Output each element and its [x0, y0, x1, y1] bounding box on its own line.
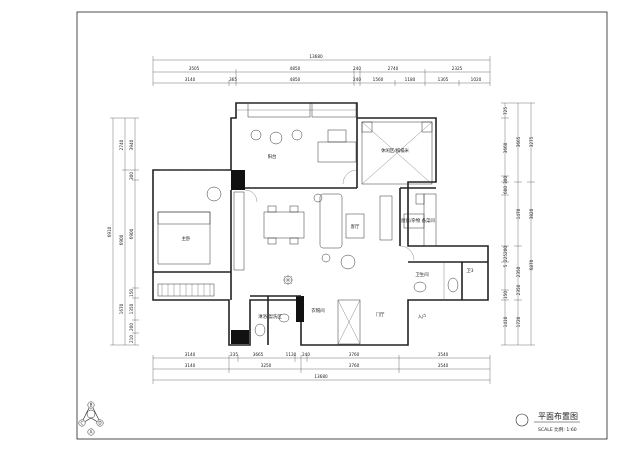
dim-top-r2-2: 365 — [229, 77, 237, 82]
room-label-bath-small: 卫3 — [466, 268, 473, 274]
dim-left-inner-5: 1670 — [119, 303, 124, 314]
dimensions-left: 6910 2740 6900 3940 300 6900 150 1670 13… — [107, 117, 139, 346]
drawing-title: 平面布置图 — [538, 411, 578, 421]
dim-top-r2-4: 240 — [353, 77, 361, 82]
tv-wall — [379, 195, 393, 241]
dim-bottom-1: 3140 — [185, 352, 196, 357]
dim-right-mid-1: 3665 — [516, 136, 521, 147]
dim-top-2: 4850 — [290, 66, 301, 71]
compass-s: A — [90, 430, 93, 435]
dim-top-r2-8: 1020 — [471, 77, 482, 82]
room-label-hall: 门厅 — [376, 311, 385, 318]
sheet-border — [76, 11, 608, 440]
dim-left-inner-6: 1350 — [129, 303, 134, 314]
dimensions-top: 13680 3505 4850 240 2740 2325 3140 365 4… — [152, 54, 491, 86]
room-label-balcony: 阳台 — [268, 153, 277, 160]
column — [231, 170, 245, 190]
dim-left-inner-3: 6900 — [129, 228, 134, 239]
title-symbol-icon — [515, 413, 529, 427]
coffee-table — [345, 213, 365, 239]
room-label-bath-main: 卫生间 — [415, 271, 428, 278]
dim-left-inner-8: 210 — [129, 335, 134, 343]
sofa — [319, 193, 343, 249]
column — [296, 296, 304, 322]
furniture — [157, 121, 459, 345]
dim-right-mid-5: 2350 — [516, 284, 521, 295]
dining-table — [263, 211, 305, 239]
dim-right-inner-6: 225 — [503, 254, 508, 262]
room-label-entry: 入户 — [418, 313, 427, 320]
tv-cabinet — [233, 191, 245, 271]
washbasin — [413, 281, 427, 293]
dimensions-right: 725 3660 300 600 200 225 5 150 1410 3665… — [501, 102, 535, 346]
dim-right-inner-3: 300 — [503, 176, 508, 184]
dim-top-4: 2740 — [388, 66, 399, 71]
title-block: 平面布置图 SCALE 比例: 1:60 — [515, 411, 580, 433]
dim-right-inner-5: 200 — [503, 246, 508, 254]
compass-w: C — [81, 421, 84, 426]
compass-e: D — [98, 421, 101, 426]
compass-n: B — [90, 403, 93, 408]
room-label-living: 客厅 — [351, 223, 360, 230]
dim-top-5: 2325 — [452, 66, 463, 71]
dim-top-1: 3505 — [189, 66, 200, 71]
dim-bottom-3: 3665 — [253, 352, 264, 357]
dim-bottom-2: 235 — [230, 352, 238, 357]
dim-top-r2-6: 1180 — [405, 77, 416, 82]
dim-right-outer-2: 6870 — [529, 259, 534, 270]
dim-top-r2-3: 4850 — [290, 77, 301, 82]
room-label-master-bedroom: 主卧 — [182, 235, 191, 242]
dim-right-mid-2: 1470 — [516, 208, 521, 219]
dim-left-inner-2: 300 — [129, 172, 134, 180]
dim-right-inner-9: 1410 — [503, 316, 508, 327]
drawing-scale: SCALE 比例: 1:60 — [538, 426, 577, 433]
dim-bottom-5: 240 — [302, 352, 310, 357]
closet-rack — [337, 299, 361, 345]
dim-left-inner-4: 150 — [129, 289, 134, 297]
toilet — [447, 277, 459, 293]
armchair — [206, 186, 222, 202]
dim-bottom-4: 1130 — [286, 352, 297, 357]
dim-bottom-r2-3: 3760 — [349, 363, 360, 368]
lounge-chair — [340, 254, 356, 270]
dim-top-3: 240 — [353, 66, 361, 71]
dim-top-r2-5: 1560 — [373, 77, 384, 82]
room-label-kitchen: 厨房/杂物 备菜间 — [401, 217, 435, 224]
dim-right-inner-1: 725 — [503, 107, 508, 115]
dim-bottom-r2-4: 3540 — [438, 363, 449, 368]
dim-bottom-6: 3760 — [349, 352, 360, 357]
dim-right-mid-4: 2350 — [516, 266, 521, 277]
column — [231, 330, 249, 344]
dim-left-inner-7: 200 — [129, 323, 134, 331]
dim-right-mid-3: 3820 — [529, 208, 534, 219]
dim-top-r2-7: 1305 — [438, 77, 449, 82]
room-label-bedroom-2: 休闲区/榻榻米 — [381, 147, 409, 154]
dim-left-inner-1: 3940 — [129, 139, 134, 150]
room-label-ensuite: 淋浴/盥洗区 — [258, 313, 282, 320]
room-labels: 阳台 休闲区/榻榻米 主卧 客厅 厨房/杂物 备菜间 卫生间 卫3 入户 衣帽间… — [182, 147, 474, 320]
dim-right-outer-1: 3275 — [529, 136, 534, 147]
dim-left-mid-2: 6900 — [119, 234, 124, 245]
tatami — [361, 121, 433, 185]
compass-icon: B C D A — [78, 401, 104, 436]
dim-bottom-overall: 13680 — [314, 374, 328, 379]
dim-left-mid-1: 2740 — [119, 139, 124, 150]
dim-right-inner-4: 600 — [503, 186, 508, 194]
dim-top-r2-1: 3140 — [185, 77, 196, 82]
walls — [152, 102, 489, 346]
dim-right-inner-2: 3660 — [503, 142, 508, 153]
dim-bottom-7: 3540 — [438, 352, 449, 357]
dim-right-inner-7: 5 — [503, 264, 508, 267]
dim-left-outer: 6910 — [107, 226, 112, 237]
dim-bottom-r2-2: 3250 — [261, 363, 272, 368]
dim-top-overall: 13680 — [309, 54, 323, 59]
dim-right-inner-8: 150 — [503, 291, 508, 299]
dim-bottom-r2-1: 3140 — [185, 363, 196, 368]
dim-right-mid-6: 1720 — [516, 316, 521, 327]
dimensions-bottom: 3140 235 3665 1130 240 3760 3540 3140 32… — [152, 352, 491, 384]
room-label-closet: 衣帽间 — [311, 307, 324, 314]
